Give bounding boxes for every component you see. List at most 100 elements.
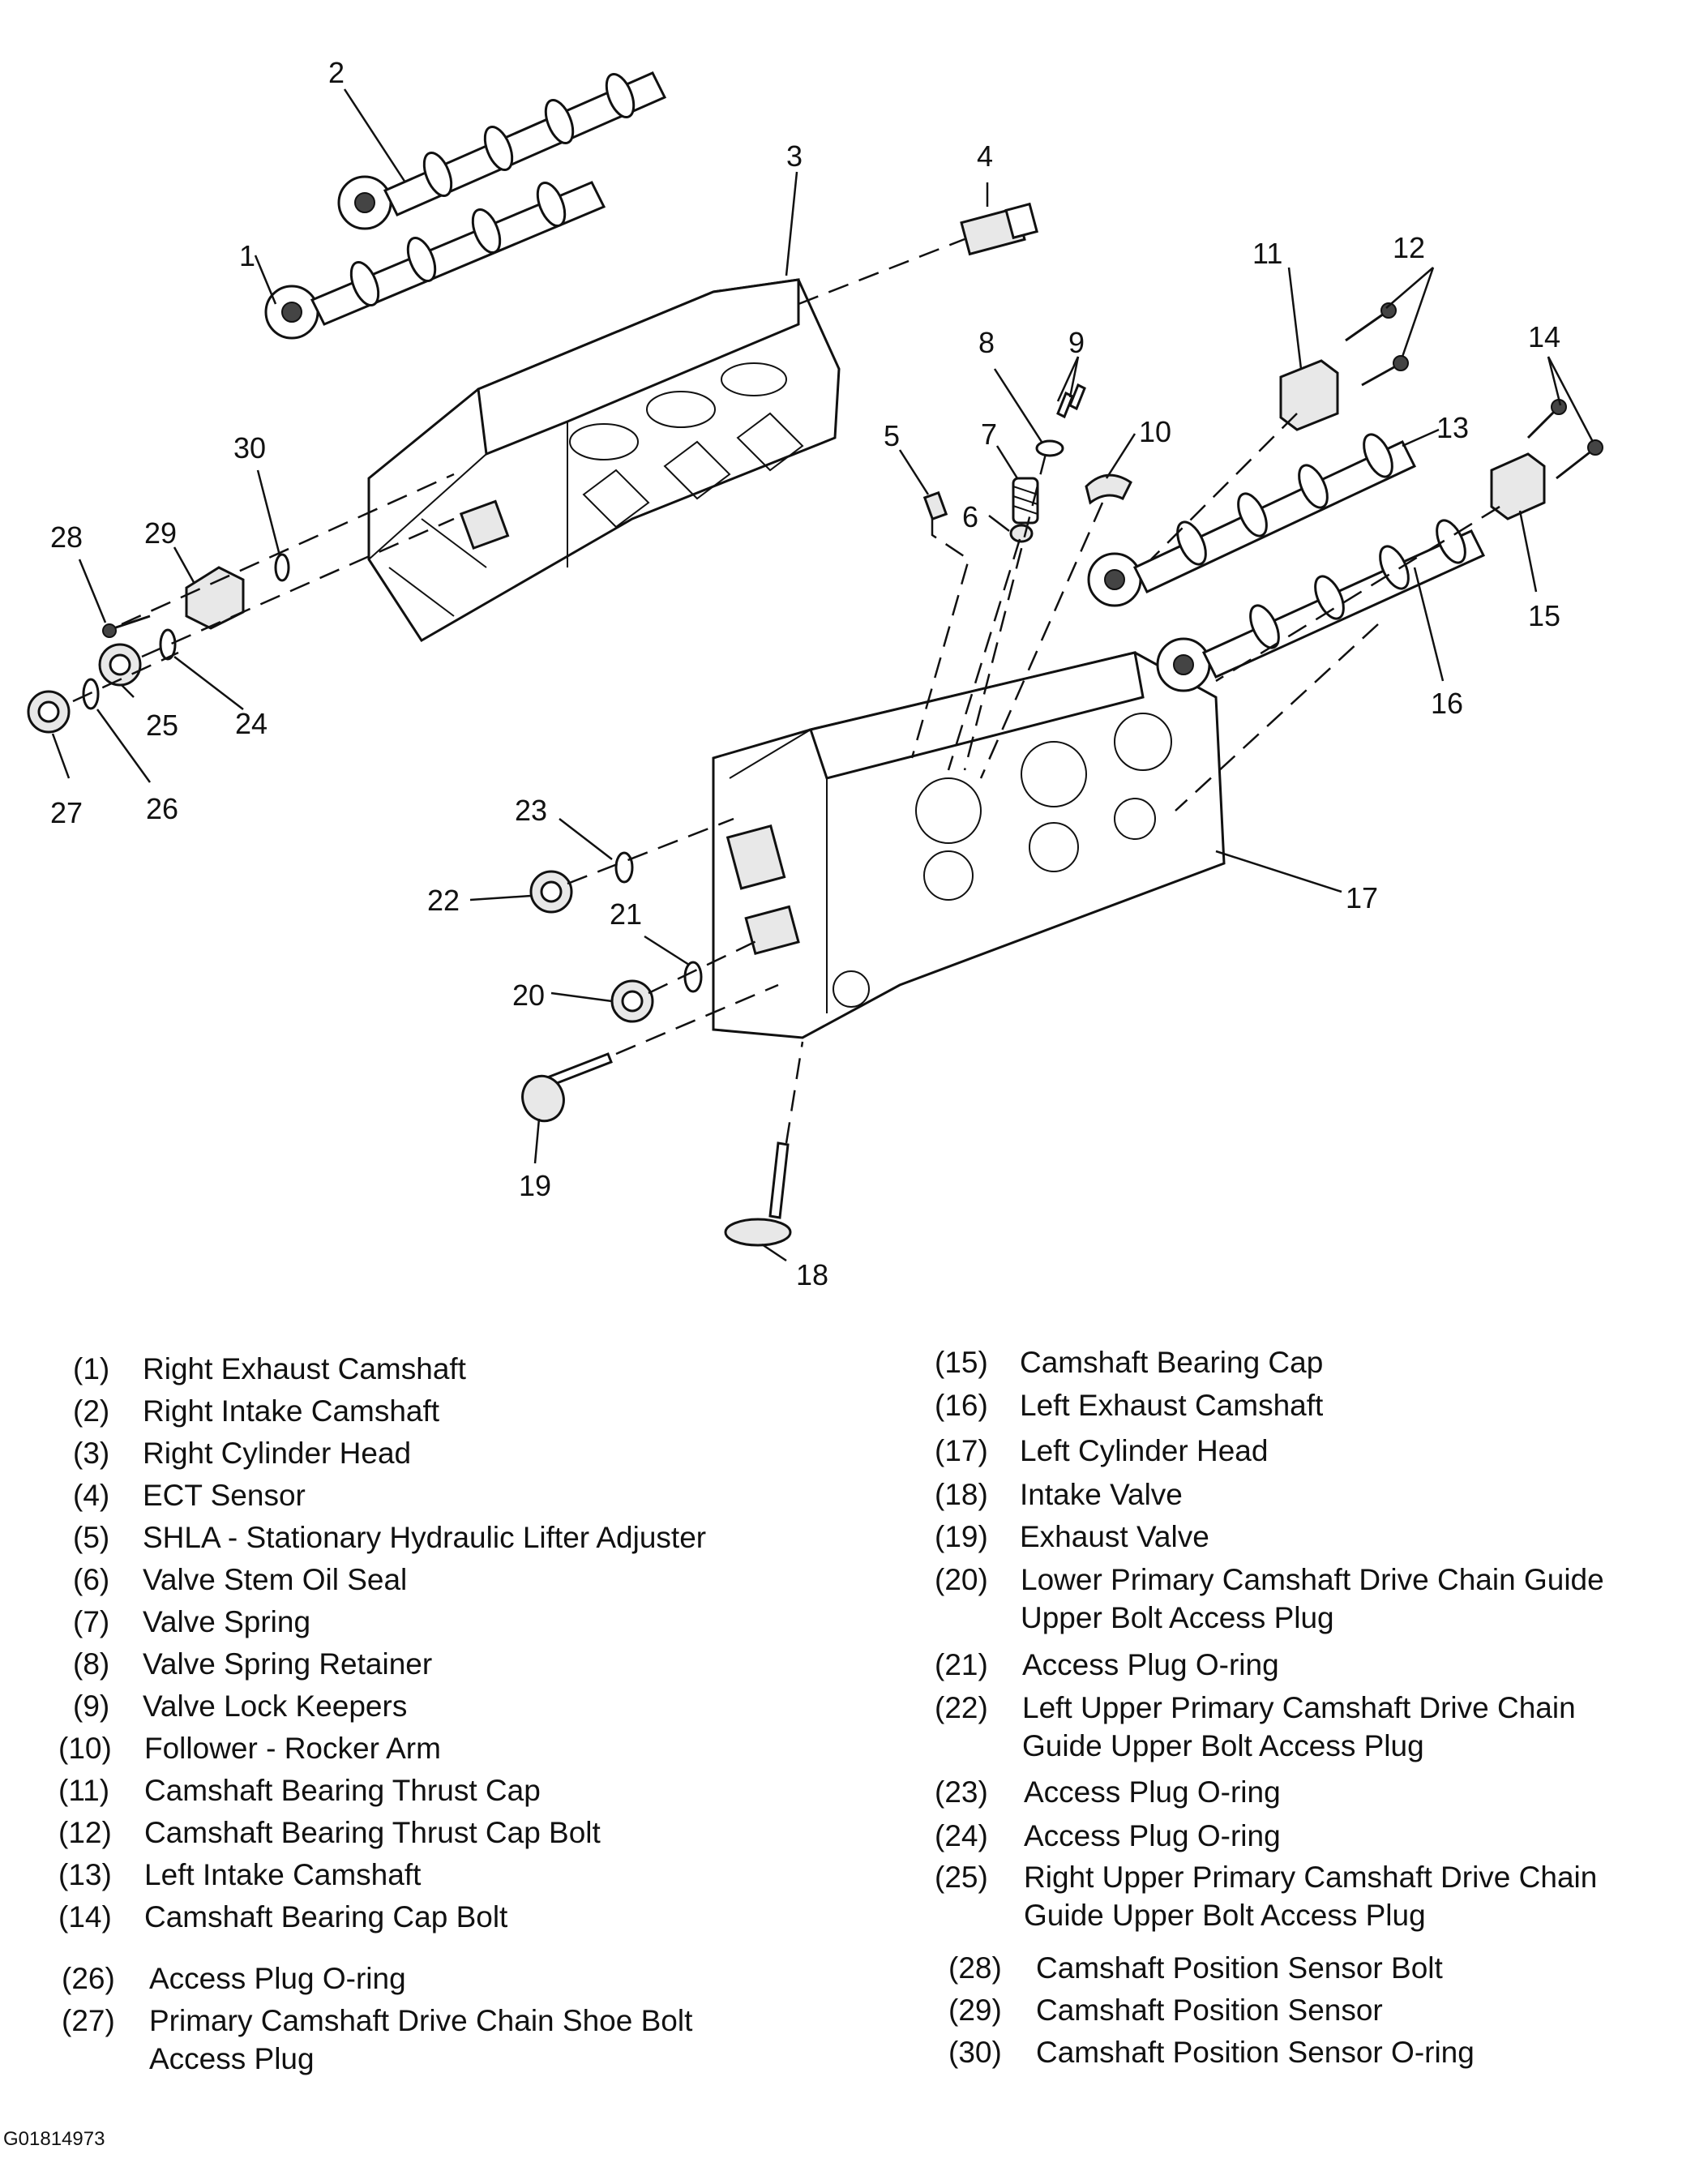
legend-number: (4) — [73, 1479, 110, 1512]
callout-9: 9 — [1068, 326, 1085, 359]
camshaft-position-sensor — [185, 566, 245, 630]
legend-number: (25) — [935, 1861, 988, 1894]
exhaust-valve — [521, 1052, 613, 1123]
callout-29: 29 — [144, 516, 177, 550]
callout-30: 30 — [233, 431, 266, 465]
valve-spring — [1012, 477, 1039, 525]
callout-labels: 1 2 3 4 5 6 7 8 9 10 11 12 13 14 15 16 1… — [50, 56, 1560, 1291]
legend-number: (27) — [62, 2004, 115, 2037]
left-cylinder-head — [712, 651, 1226, 1039]
legend-text: Access Plug O-ring — [1022, 1648, 1279, 1681]
legend-text: Left Intake Camshaft — [144, 1858, 422, 1891]
access-plug-o-ring-24 — [159, 628, 177, 661]
legend-number: (10) — [58, 1732, 112, 1765]
legend-number: (11) — [58, 1774, 110, 1807]
legend-number: (28) — [948, 1951, 1002, 1985]
callout-6: 6 — [962, 500, 978, 533]
callout-7: 7 — [981, 418, 997, 451]
left-intake-camshaft — [1087, 433, 1417, 607]
callout-24: 24 — [235, 707, 268, 740]
camshaft-position-sensor-o-ring — [274, 553, 290, 582]
callout-21: 21 — [610, 897, 642, 931]
valve-lock-keepers — [1056, 383, 1086, 419]
legend-number: (21) — [935, 1648, 988, 1681]
callout-15: 15 — [1528, 599, 1560, 632]
ect-sensor — [960, 202, 1038, 256]
legend-number: (5) — [73, 1521, 110, 1554]
legend-number: (26) — [62, 1962, 115, 1995]
callout-14: 14 — [1528, 320, 1560, 353]
legend-number: (3) — [73, 1437, 110, 1470]
legend-text: Left Upper Primary Camshaft Drive Chain — [1022, 1691, 1576, 1724]
legend-text: Camshaft Position Sensor O-ring — [1036, 2036, 1475, 2069]
legend-text: Intake Valve — [1020, 1478, 1183, 1511]
legend-text: Follower - Rocker Arm — [144, 1732, 441, 1765]
callout-22: 22 — [427, 884, 460, 917]
legend-text: Right Intake Camshaft — [143, 1394, 440, 1428]
legend-number: (7) — [73, 1605, 110, 1638]
legend-number: (17) — [935, 1434, 988, 1467]
legend-number: (24) — [935, 1819, 988, 1852]
legend-text: Valve Spring — [143, 1605, 311, 1638]
callout-4: 4 — [977, 139, 993, 173]
camshaft-position-sensor-bolt — [102, 615, 151, 638]
legend-number: (18) — [935, 1478, 988, 1511]
legend-number: (15) — [935, 1346, 988, 1379]
legend-text-continued: Upper Bolt Access Plug — [1021, 1601, 1334, 1634]
callout-17: 17 — [1346, 881, 1378, 914]
legend-text: Access Plug O-ring — [149, 1962, 406, 1995]
legend-number: (16) — [935, 1389, 988, 1422]
legend-text: ECT Sensor — [143, 1479, 306, 1512]
legend-text: Right Exhaust Camshaft — [143, 1352, 466, 1385]
legend-text-continued: Guide Upper Bolt Access Plug — [1024, 1899, 1426, 1932]
leader-lines — [51, 88, 1594, 1262]
legend-text: Valve Stem Oil Seal — [143, 1563, 408, 1596]
callout-16: 16 — [1431, 687, 1463, 720]
legend-number: (20) — [935, 1563, 988, 1596]
legend-number: (1) — [73, 1352, 110, 1385]
right-intake-camshaft — [337, 71, 667, 230]
legend-text: Lower Primary Camshaft Drive Chain Guide — [1021, 1563, 1604, 1596]
valve-spring-retainer — [1035, 439, 1064, 457]
legend-text: Left Exhaust Camshaft — [1020, 1389, 1324, 1422]
legend-number: (14) — [58, 1900, 112, 1933]
legend-text: Camshaft Bearing Thrust Cap Bolt — [144, 1816, 601, 1849]
follower-rocker-arm — [1085, 473, 1132, 505]
figure-id: G01814973 — [3, 2128, 105, 2150]
legend-text: Exhaust Valve — [1020, 1520, 1209, 1553]
legend-text: Camshaft Position Sensor Bolt — [1036, 1951, 1443, 1985]
primary-chain-shoe-bolt-access-plug — [27, 690, 71, 734]
intake-valve — [724, 1141, 792, 1247]
callout-13: 13 — [1436, 411, 1469, 444]
legend-text: Access Plug O-ring — [1024, 1775, 1281, 1809]
legend-text: Camshaft Bearing Cap Bolt — [144, 1900, 508, 1933]
legend-number: (6) — [73, 1563, 110, 1596]
callout-28: 28 — [50, 520, 83, 554]
legend-number: (19) — [935, 1520, 988, 1553]
legend-number: (9) — [73, 1689, 110, 1723]
legend-number: (22) — [935, 1691, 988, 1724]
access-plug-o-ring-21 — [683, 961, 703, 993]
legend-text: Valve Spring Retainer — [143, 1647, 433, 1681]
callout-23: 23 — [515, 794, 547, 827]
legend-text: Access Plug O-ring — [1024, 1819, 1281, 1852]
legend-number: (13) — [58, 1858, 112, 1891]
callout-27: 27 — [50, 796, 83, 829]
callout-1: 1 — [239, 239, 255, 272]
legend-number: (30) — [948, 2036, 1002, 2069]
callout-19: 19 — [519, 1169, 551, 1202]
camshaft-bearing-thrust-cap-bolt — [1345, 302, 1409, 387]
legend-text: Left Cylinder Head — [1020, 1434, 1269, 1467]
callout-8: 8 — [978, 326, 995, 359]
legend-text-continued: Guide Upper Bolt Access Plug — [1022, 1729, 1424, 1762]
callout-11: 11 — [1252, 237, 1282, 270]
legend-number: (29) — [948, 1993, 1002, 2027]
callout-20: 20 — [512, 979, 545, 1012]
legend-text: Right Cylinder Head — [143, 1437, 412, 1470]
legend-text: SHLA - Stationary Hydraulic Lifter Adjus… — [143, 1521, 707, 1554]
legend-text: Camshaft Bearing Cap — [1020, 1346, 1324, 1379]
valve-stem-oil-seal — [1009, 524, 1034, 543]
callout-12: 12 — [1393, 231, 1425, 264]
callout-2: 2 — [328, 56, 345, 89]
callout-3: 3 — [786, 139, 803, 173]
